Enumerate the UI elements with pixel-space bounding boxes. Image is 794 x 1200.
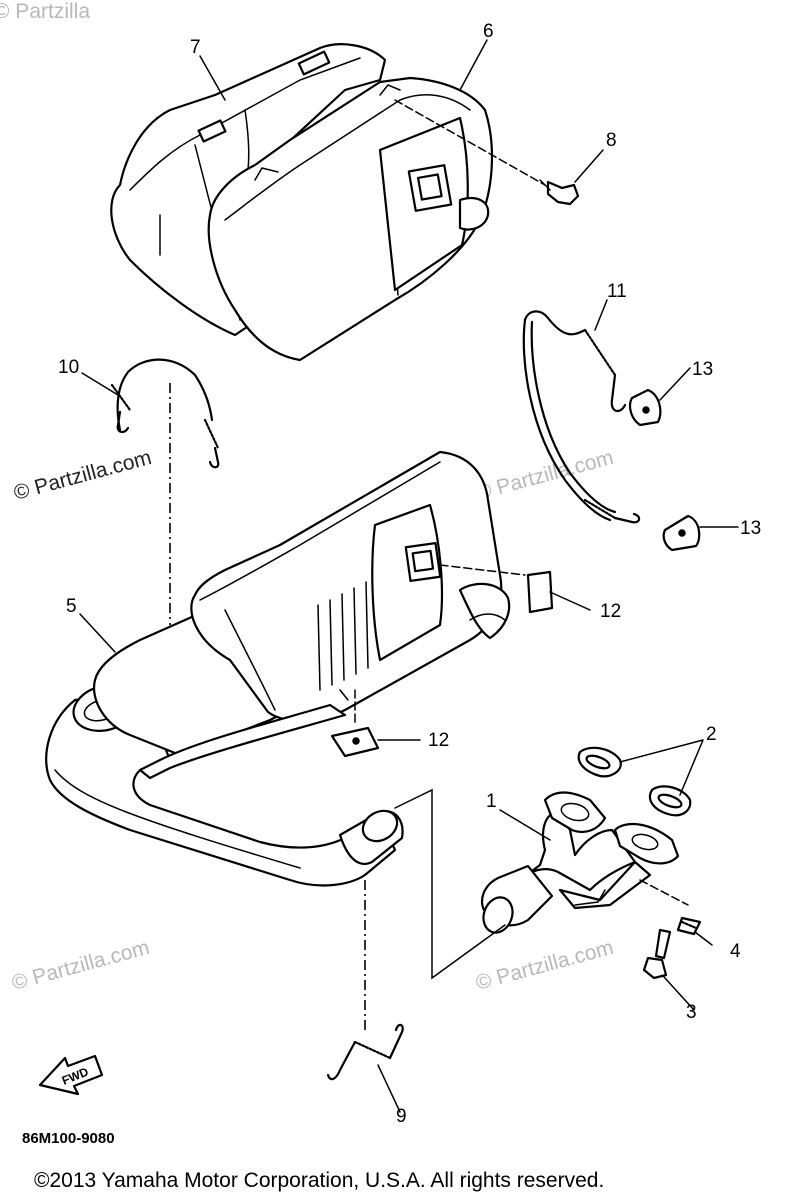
label-1: 1 xyxy=(486,791,497,812)
label-8: 8 xyxy=(606,130,617,151)
label-10: 10 xyxy=(58,357,79,378)
part-1-exhaust-manifold xyxy=(481,791,680,934)
part-10-spring xyxy=(110,358,220,469)
part-3-bolt-part-4-washer xyxy=(639,879,702,980)
watermark-top: © Partzilla xyxy=(0,0,90,23)
heat-fins xyxy=(317,581,369,691)
label-12-right: 12 xyxy=(600,601,621,622)
label-11: 11 xyxy=(607,281,627,302)
label-9: 9 xyxy=(396,1106,407,1127)
label-12-center: 12 xyxy=(428,730,449,751)
part-6-inner-cover xyxy=(207,76,494,362)
label-2: 2 xyxy=(706,724,717,745)
label-7: 7 xyxy=(190,37,201,58)
label-13-bottom: 13 xyxy=(740,518,761,539)
label-6: 6 xyxy=(483,21,494,42)
part-5-muffler xyxy=(45,450,511,887)
fwd-arrow-icon: FWD xyxy=(38,1054,104,1096)
copyright-notice: ©2013 Yamaha Motor Corporation, U.S.A. A… xyxy=(34,1169,604,1192)
label-5: 5 xyxy=(66,596,77,617)
label-13-top: 13 xyxy=(692,359,713,380)
part-8-bolt xyxy=(394,99,580,206)
part-11-spring-rod xyxy=(522,310,641,524)
label-4: 4 xyxy=(730,941,741,962)
watermark-left: © Partzilla.com xyxy=(11,446,154,505)
watermark-bottom-left: © Partzilla.com xyxy=(9,936,152,995)
part-labels: 7 6 8 10 11 13 13 5 12 12 2 1 4 3 9 xyxy=(58,21,761,1127)
watermark-bottom-right: © Partzilla.com xyxy=(473,936,616,995)
leader-lines xyxy=(79,39,739,1113)
part-13-plates xyxy=(629,388,701,552)
part-12-dampers xyxy=(330,564,554,758)
watermark-right: © Partzilla.com xyxy=(473,446,616,505)
label-3: 3 xyxy=(686,1002,697,1023)
part-9-spring xyxy=(326,880,404,1081)
diagram-code: 86M100-9080 xyxy=(22,1130,115,1147)
